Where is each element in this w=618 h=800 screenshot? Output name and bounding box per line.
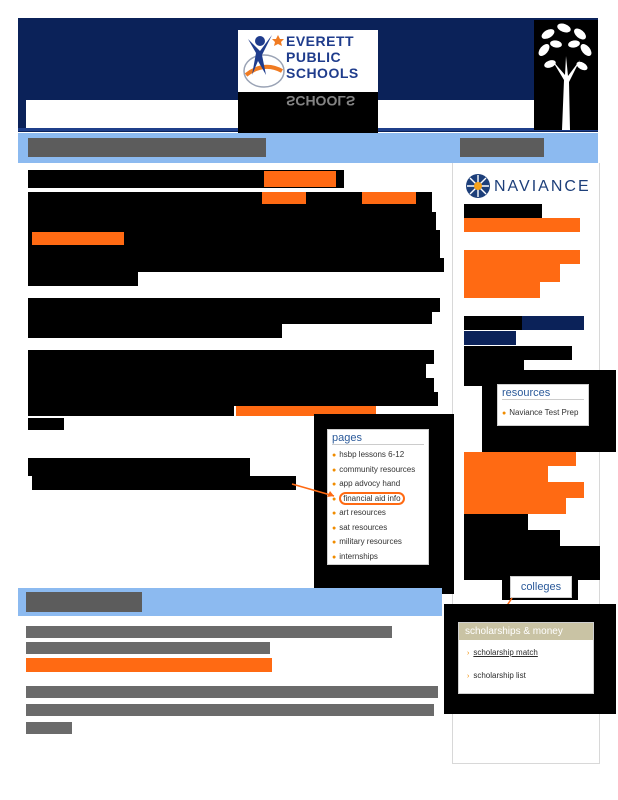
tree-icon xyxy=(534,20,598,130)
resources-box-divider xyxy=(502,399,584,400)
sidebar-link-4b[interactable] xyxy=(464,466,548,482)
logo-reflection-text: SCHOOLS xyxy=(286,93,356,109)
sidebar-link-4a[interactable] xyxy=(464,452,576,466)
district-logo[interactable]: EVERETT PUBLIC SCHOOLS xyxy=(238,30,378,94)
scholarships-item[interactable]: ›scholarship list xyxy=(467,671,526,680)
bullet-icon: ● xyxy=(502,410,507,417)
pointer-arrow-icon xyxy=(291,483,335,497)
scholarships-box-title: scholarships & money xyxy=(459,623,593,640)
sidebar-text-3 xyxy=(464,346,572,360)
para2-line-1 xyxy=(28,298,440,312)
resources-item[interactable]: ●Naviance Test Prep xyxy=(502,408,579,417)
pages-item-highlighted[interactable]: ●financial aid info xyxy=(332,491,424,507)
sidebar-link-2b[interactable] xyxy=(464,264,560,282)
pages-list: ●hsbp lessons 6-12 ●community resources … xyxy=(328,448,428,564)
pages-item[interactable]: ●community resources xyxy=(332,464,416,474)
logo-line-3: SCHOOLS xyxy=(286,65,359,81)
sidebar-text-6 xyxy=(464,530,560,546)
scholarships-box: scholarships & money ›scholarship match … xyxy=(458,622,594,694)
bullet-icon: ● xyxy=(332,495,337,503)
bullet-icon: ● xyxy=(332,524,337,532)
sidebar-link-3a[interactable] xyxy=(522,316,584,330)
logo-line-1: EVERETT xyxy=(286,33,355,49)
sidebar-link-4c[interactable] xyxy=(464,482,584,498)
section2-line-2 xyxy=(26,642,270,654)
bullet-icon: ● xyxy=(332,481,337,488)
para2-line-3 xyxy=(28,324,282,338)
section2-heading-redacted xyxy=(26,592,142,612)
bullet-icon: ● xyxy=(332,452,337,459)
naviance-wordmark: NAVIANCE xyxy=(494,178,591,195)
sidebar-link-1[interactable] xyxy=(464,218,580,232)
logo-figure-icon xyxy=(243,35,285,88)
pages-box: pages ●hsbp lessons 6-12 ●community reso… xyxy=(327,429,429,565)
pages-item[interactable]: ●internships xyxy=(332,551,378,561)
para4-line-1 xyxy=(28,458,250,476)
pages-item[interactable]: ●sat resources xyxy=(332,522,388,532)
bullet-icon: ● xyxy=(332,510,337,517)
chevron-right-icon: › xyxy=(467,650,470,657)
pages-item[interactable]: ●app advocy hand xyxy=(332,479,401,488)
section2-line-5 xyxy=(26,722,72,734)
sidebar-link-4d[interactable] xyxy=(464,498,566,514)
scholarships-item[interactable]: ›scholarship match xyxy=(467,648,538,657)
sidebar-link-2a[interactable] xyxy=(464,250,580,264)
section2-line-4 xyxy=(26,704,434,716)
resources-list: ●Naviance Test Prep xyxy=(498,406,588,421)
intro-line-2 xyxy=(28,192,432,212)
para3-link[interactable] xyxy=(236,406,376,416)
band-heading-redacted xyxy=(28,138,266,157)
bullet-icon: ● xyxy=(332,539,337,546)
pages-item[interactable]: ●military resources xyxy=(332,537,402,546)
naviance-logo[interactable]: NAVIANCE xyxy=(464,172,604,202)
intro-line-6 xyxy=(28,258,444,272)
para2-line-2 xyxy=(28,312,432,324)
para4-line-2 xyxy=(32,476,296,490)
intro-link-1[interactable] xyxy=(264,171,336,187)
pages-box-divider xyxy=(332,444,424,445)
intro-link-4[interactable] xyxy=(32,232,124,245)
intro-line-3 xyxy=(28,212,436,230)
resources-box-title: resources xyxy=(502,387,551,399)
sidebar-link-3b[interactable] xyxy=(464,331,516,345)
tree-graphic xyxy=(534,20,598,130)
para3-line-3 xyxy=(28,378,434,392)
section2-link[interactable] xyxy=(26,658,272,672)
bullet-icon: ● xyxy=(332,553,337,561)
sidebar-text-1 xyxy=(464,204,542,218)
chevron-right-icon: › xyxy=(467,673,470,680)
para3-line-5 xyxy=(28,406,234,416)
para3-line-4 xyxy=(28,392,438,406)
bullet-icon: ● xyxy=(332,466,337,474)
sidebar-text-5 xyxy=(464,514,528,530)
intro-line-7 xyxy=(28,272,138,286)
pages-item[interactable]: ●art resources xyxy=(332,508,386,517)
resources-box: resources ●Naviance Test Prep xyxy=(497,384,589,426)
para3-line-2 xyxy=(28,364,426,378)
section2-line-3 xyxy=(26,686,438,698)
para3-line-1 xyxy=(28,350,434,364)
band-sidebar-heading-redacted xyxy=(460,138,544,157)
sidebar-link-2c[interactable] xyxy=(464,282,540,298)
intro-line-4 xyxy=(28,230,440,248)
colleges-button[interactable]: colleges xyxy=(510,576,572,598)
logo-line-2: PUBLIC xyxy=(286,49,342,65)
para3-line-6 xyxy=(28,418,64,430)
section2-line-1 xyxy=(26,626,392,638)
intro-link-3[interactable] xyxy=(362,192,416,204)
pages-box-title: pages xyxy=(332,432,362,444)
intro-link-2[interactable] xyxy=(262,192,306,204)
pages-item[interactable]: ●hsbp lessons 6-12 xyxy=(332,450,405,459)
naviance-star-icon xyxy=(466,174,490,198)
